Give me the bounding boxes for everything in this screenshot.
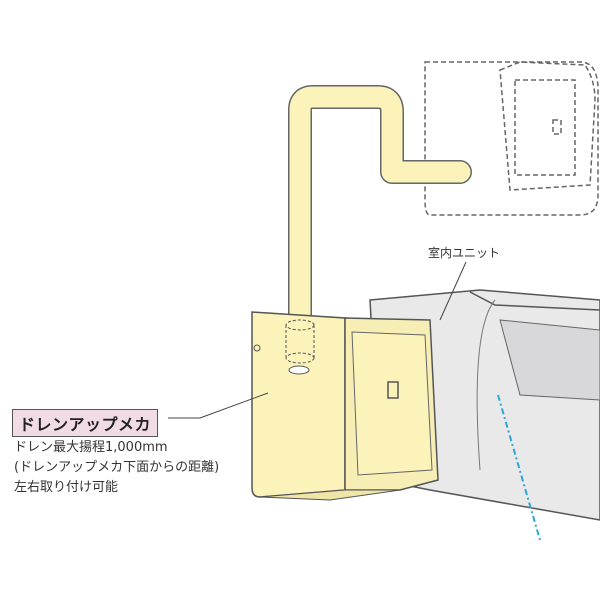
mounting-text: 左右取り付け可能 [14, 480, 119, 495]
drain-pipe [288, 85, 472, 332]
lift-note-text: (ドレンアップメカ下面からの距離) [14, 460, 220, 475]
indoor-unit-label: 室内ユニット [428, 246, 501, 260]
max-lift-text: ドレン最大揚程1,000mm [14, 440, 168, 455]
center-line [497, 394, 541, 541]
leader-line-mechanism [168, 392, 269, 419]
drain-mechanism-label: ドレンアップメカ [12, 409, 159, 437]
leader-line-indoor [439, 261, 467, 321]
drain-mechanism [251, 311, 439, 501]
dashed-unit-outline [424, 61, 599, 216]
